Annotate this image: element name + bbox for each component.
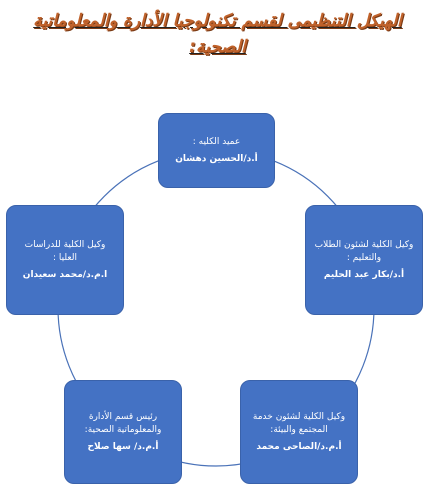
node-department-head-role: رئيس قسم الأدارة والمعلوماتية الصحية: (84, 411, 162, 435)
page-title-line-1: الهيكل التنظيمى لقسم تكنولوجيا الأدارة و… (33, 11, 402, 31)
node-vice-dean-community-person: أ.م.د/الصاحى محمد (256, 441, 342, 452)
node-department-head-person: أ.م.د/ سها صلاح (87, 441, 159, 452)
node-department-head: رئيس قسم الأدارة والمعلوماتية الصحية: أ.… (64, 380, 182, 484)
node-vice-dean-students-person: أ.د/بكار عبد الحليم (323, 269, 405, 280)
node-vice-dean-students-role: وكيل الكلية لشئون الطلاب والتعليم : (314, 239, 414, 263)
node-vice-dean-graduate-studies-person: ا.م.د/محمد سعيدان (22, 269, 108, 280)
page-title-line-2: الصحية: (189, 37, 246, 57)
node-vice-dean-community-role: وكيل الكلية لشئون خدمة المجتمع والبيئة: (252, 411, 346, 435)
node-dean-role: عميد الكليه : (192, 136, 241, 147)
node-vice-dean-graduate-studies-role: وكيل الكلية للدراسات العليا : (24, 239, 106, 263)
node-dean-person: أ.د/الحسين دهشان (175, 153, 258, 164)
node-dean: عميد الكليه : أ.د/الحسين دهشان (158, 113, 275, 188)
node-vice-dean-community: وكيل الكلية لشئون خدمة المجتمع والبيئة: … (240, 380, 358, 484)
node-vice-dean-students: وكيل الكلية لشئون الطلاب والتعليم : أ.د/… (305, 205, 423, 315)
page-title: الهيكل التنظيمى لقسم تكنولوجيا الأدارة و… (8, 8, 427, 60)
node-vice-dean-graduate-studies: وكيل الكلية للدراسات العليا : ا.م.د/محمد… (6, 205, 124, 315)
